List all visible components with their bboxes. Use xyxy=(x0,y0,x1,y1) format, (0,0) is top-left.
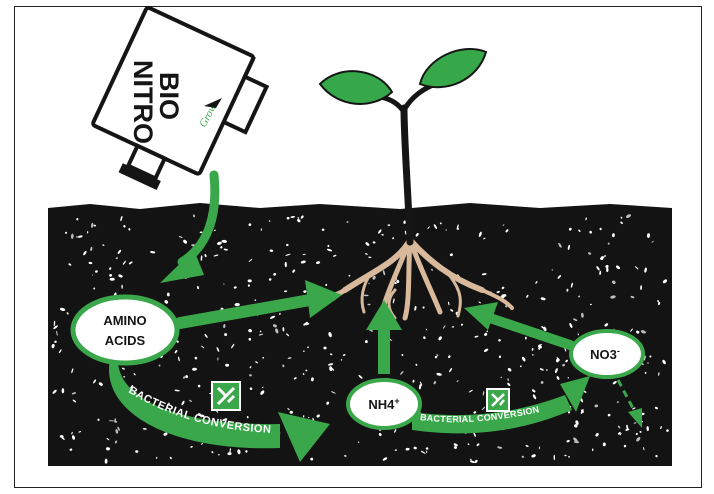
no3-charge: - xyxy=(617,346,620,356)
nh4-charge: + xyxy=(394,396,399,406)
soil-speck xyxy=(290,411,293,414)
amino-acids-node: AMINO ACIDS xyxy=(73,297,177,363)
bacteria-icon-left xyxy=(212,382,240,410)
nh4-node: NH4+ xyxy=(348,380,420,428)
leaf-left xyxy=(320,71,392,104)
amino-label-line1: AMINO xyxy=(103,313,146,328)
soil-speck xyxy=(606,268,608,273)
arrow-nh4-up-shaft xyxy=(378,324,390,374)
brand-line2: NITRO xyxy=(128,60,158,144)
no3-label: NO3- xyxy=(590,346,620,362)
leaf-right xyxy=(420,49,486,87)
amino-label-line2: ACIDS xyxy=(105,333,146,348)
bacteria-icon-right xyxy=(487,389,509,411)
no3-node: NO3- xyxy=(571,331,643,377)
soil-speck xyxy=(592,448,593,451)
